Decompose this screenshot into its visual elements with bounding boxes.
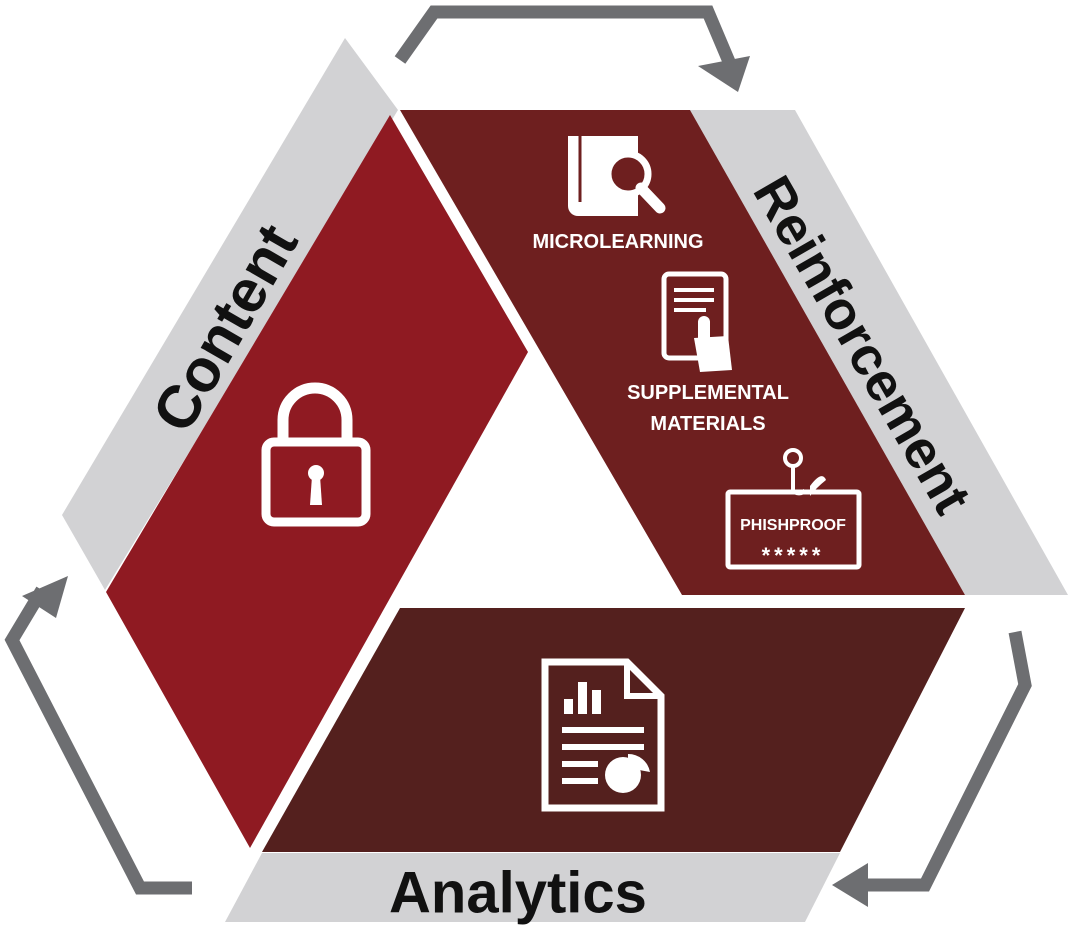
phishing-hook-password-icon — [725, 448, 862, 570]
microlearning-label: MICROLEARNING — [532, 231, 703, 253]
cycle-arrow-left — [4, 576, 192, 895]
supplemental-label: SUPPLEMENTAL — [627, 382, 789, 404]
padlock-icon — [261, 382, 371, 527]
report-chart-icon — [541, 658, 665, 812]
reinforcement-section — [400, 110, 965, 595]
cycle-arrow-bottom-right — [832, 630, 1032, 907]
reinforcement-band — [690, 110, 1068, 595]
materials-label: MATERIALS — [650, 413, 765, 435]
password-mask: ***** — [762, 543, 825, 568]
tablet-touch-icon — [661, 271, 732, 372]
cycle-arrow-top-right — [394, 5, 750, 92]
book-magnifier-icon — [568, 136, 666, 216]
content-band — [62, 38, 398, 590]
analytics-label: Analytics — [389, 861, 647, 926]
analytics-band — [225, 853, 840, 922]
phishproof-label: PHISHPROOF — [740, 517, 846, 534]
